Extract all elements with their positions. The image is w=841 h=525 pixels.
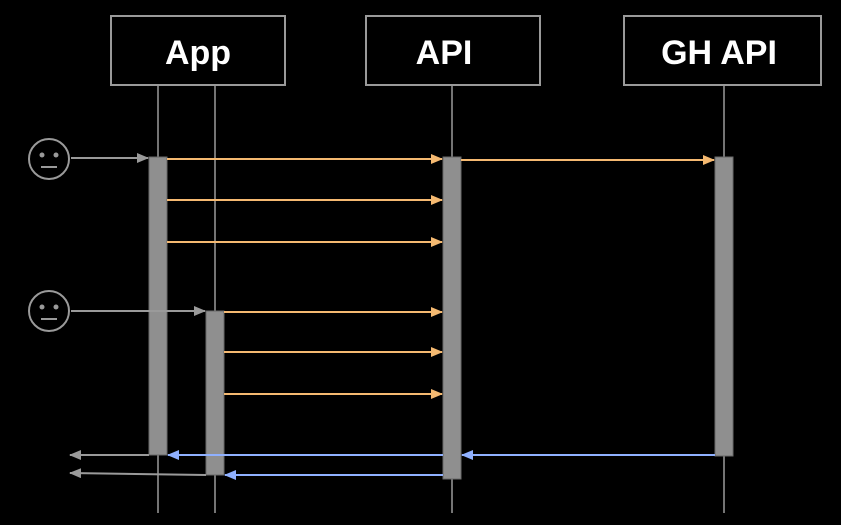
message-app-to-user2-response <box>69 468 207 479</box>
participant-app-label: App <box>165 34 231 72</box>
neutral-face-icon <box>28 138 70 180</box>
activation-app-1 <box>148 156 168 456</box>
participant-gh-api-label: GH API <box>661 34 777 72</box>
activation-app-2 <box>205 310 225 476</box>
activation-gh-api <box>714 156 734 457</box>
participant-api: API <box>365 15 541 86</box>
neutral-face-icon <box>28 290 70 332</box>
participant-app: App <box>110 15 286 86</box>
participant-gh-api: GH API <box>623 15 822 86</box>
activation-api <box>442 156 462 480</box>
participant-api-label: API <box>416 34 473 72</box>
